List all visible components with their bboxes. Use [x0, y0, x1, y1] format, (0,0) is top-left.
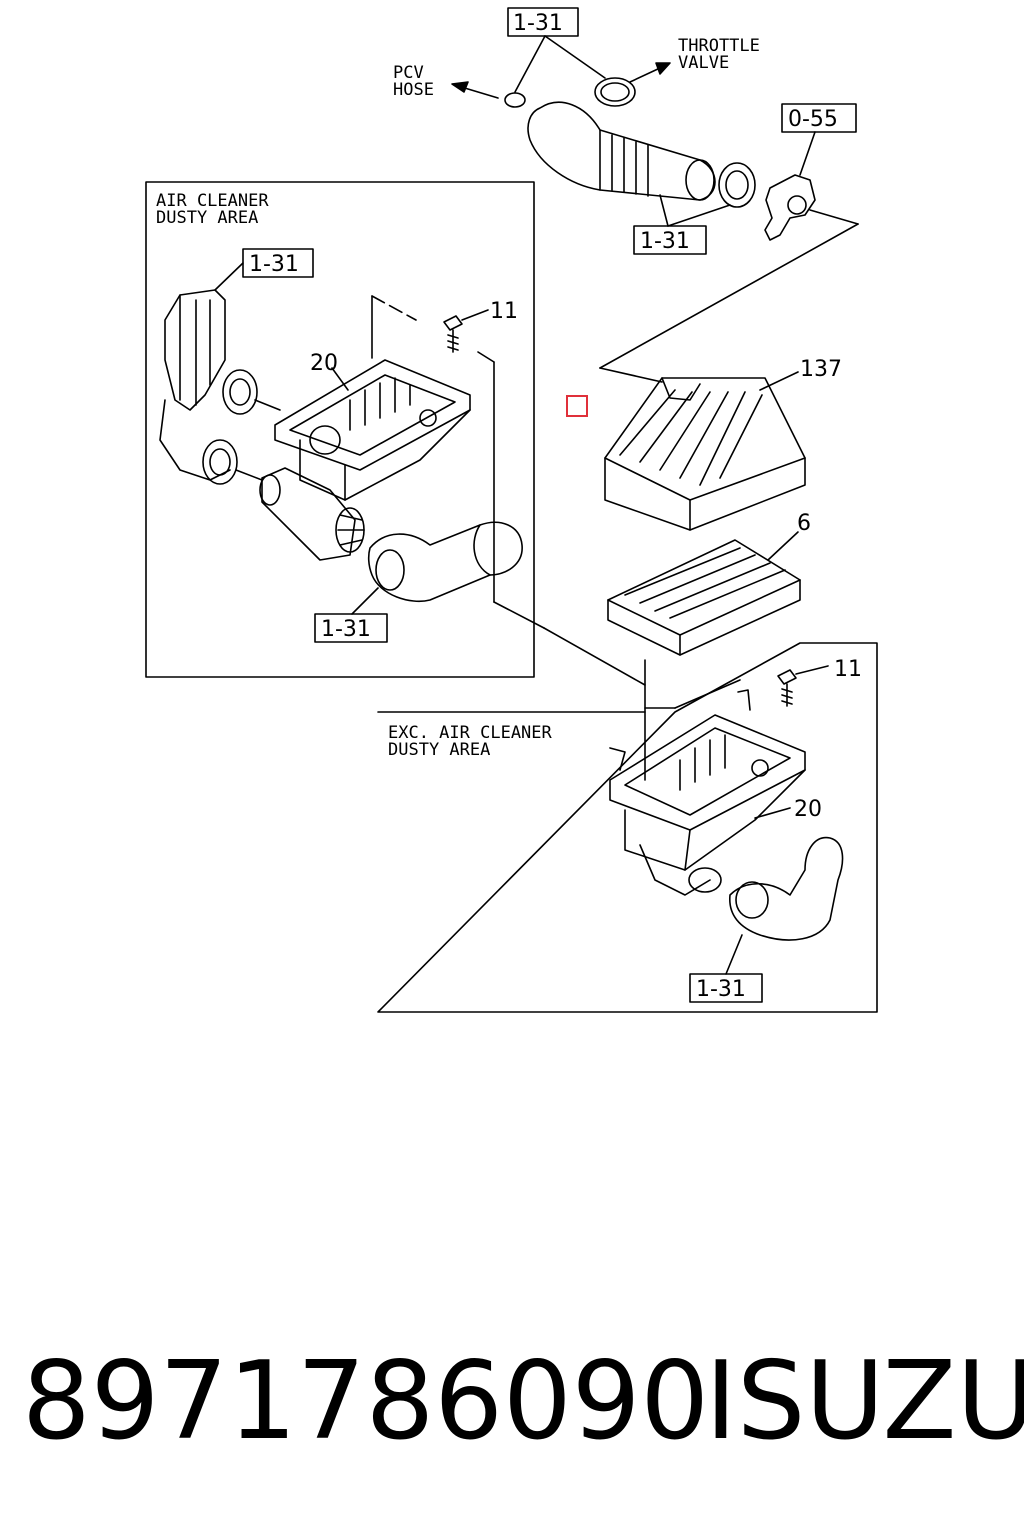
throttle-valve-label-line1: THROTTLE — [678, 36, 760, 56]
part-callout-bolt-right: 11 — [834, 657, 862, 682]
ref-label-right-hose: 1-31 — [696, 977, 746, 1002]
dusty-area-title-line2: DUSTY AREA — [156, 208, 258, 228]
ref-label-sensor: 0-55 — [788, 107, 838, 132]
part-callout-cover: 137 — [800, 357, 842, 382]
part-callout-filter: 6 — [797, 511, 811, 536]
ref-label-left-inlet: 1-31 — [249, 252, 299, 277]
part-number: 8971786090 — [22, 1339, 710, 1464]
exc-area-title-line2: DUSTY AREA — [388, 740, 490, 760]
ref-label-top: 1-31 — [513, 11, 563, 36]
pcv-hose-label-line1: PCV — [393, 63, 424, 83]
ref-box-left-hose — [314, 613, 388, 643]
brand-name: ISUZU — [705, 1339, 1024, 1464]
air-cleaner-cover — [604, 371, 806, 531]
part-callout-bolt-left: 11 — [490, 299, 518, 324]
intake-duct-assembly — [451, 7, 859, 383]
ref-box-sensor — [781, 103, 857, 133]
ref-box-top — [507, 7, 579, 37]
highlight-marker — [566, 395, 588, 417]
dusty-area-frame — [145, 181, 535, 678]
pcv-hose-label-line2: HOSE — [393, 80, 434, 100]
air-filter-element — [607, 531, 801, 656]
exc-area-frame — [377, 642, 878, 1013]
throttle-valve-label-line2: VALVE — [678, 53, 729, 73]
part-callout-case-left: 20 — [310, 351, 338, 376]
ref-label-left-hose: 1-31 — [321, 617, 371, 642]
part-callout-case-right: 20 — [794, 797, 822, 822]
exc-area-assembly — [609, 665, 844, 1003]
exc-area-title-line1: EXC. AIR CLEANER — [388, 723, 553, 743]
dusty-area-assembly — [159, 248, 545, 643]
dusty-area-title-line1: AIR CLEANER — [156, 191, 269, 211]
ref-label-duct: 1-31 — [640, 229, 690, 254]
